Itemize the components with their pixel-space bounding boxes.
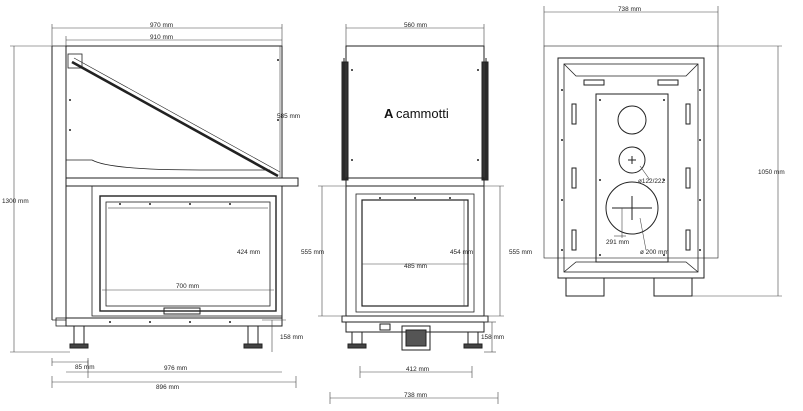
dim-width-560: 560 mm — [404, 22, 427, 29]
front-view-labels: 560 mm 555 mm 485 mm 454 mm 555 mm 158 m… — [301, 22, 532, 399]
dim-height-424: 424 mm — [237, 249, 260, 256]
dim-width-738-rear: 738 mm — [618, 6, 641, 13]
side-view-dimensions — [10, 24, 297, 388]
dim-width-485: 485 mm — [404, 263, 427, 270]
dim-width-976: 976 mm — [164, 365, 187, 372]
dim-width-738-front: 738 mm — [404, 392, 427, 399]
logo-text: cammotti — [396, 106, 449, 121]
dim-width-896: 896 mm — [156, 384, 179, 391]
front-view — [341, 45, 489, 351]
dim-height-1300: 1300 mm — [2, 198, 29, 205]
front-view-dimensions — [318, 24, 504, 404]
cammotti-logo: A cammotti — [384, 106, 449, 121]
dim-diameter-200: ø 200 mm — [640, 249, 669, 256]
logo-mark: A — [384, 106, 394, 121]
rear-view-dimensions — [543, 6, 782, 297]
rear-view-labels: 738 mm 1050 mm ø122/222 ø 200 mm 291 mm — [606, 6, 785, 256]
dim-height-555-right: 555 mm — [509, 249, 532, 256]
dim-height-585: 585 mm — [277, 113, 300, 120]
side-view-labels: 970 mm 910 mm 1300 mm 585 mm 700 mm 424 … — [2, 22, 303, 391]
dim-width-970: 970 mm — [150, 22, 173, 29]
dim-height-454: 454 mm — [450, 249, 473, 256]
dim-height-158: 158 mm — [280, 334, 303, 341]
dim-width-700: 700 mm — [176, 283, 199, 290]
dim-height-291: 291 mm — [606, 239, 629, 246]
dim-width-412: 412 mm — [406, 366, 429, 373]
dim-height-158-front: 158 mm — [481, 334, 504, 341]
side-view — [51, 45, 299, 349]
dim-height-555-left: 555 mm — [301, 249, 324, 256]
dim-width-910: 910 mm — [150, 34, 173, 41]
rear-view — [543, 45, 719, 297]
dim-diameter-122-222: ø122/222 — [638, 178, 665, 185]
dim-height-1050: 1050 mm — [758, 169, 785, 176]
dim-width-85: 85 mm — [75, 364, 95, 371]
